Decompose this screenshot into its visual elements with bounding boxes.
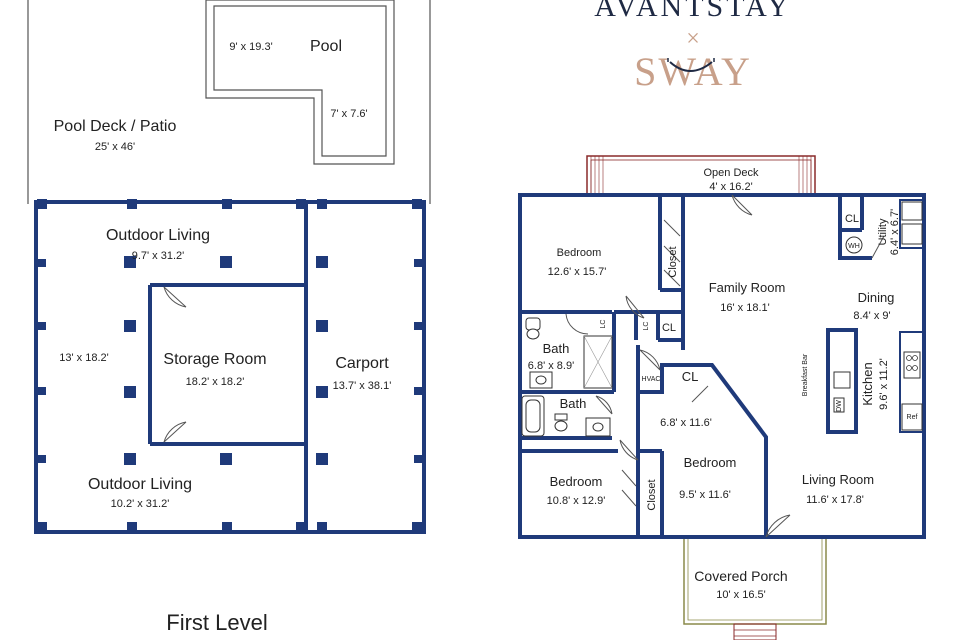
dining-label: Dining <box>858 290 895 305</box>
bedroom1-dim: 12.6' x 15.7' <box>548 266 607 278</box>
covered-porch-label: Covered Porch <box>694 568 787 584</box>
pool-dim-b: 7' x 7.6' <box>330 108 367 120</box>
hammock-icon <box>667 58 715 72</box>
outdoor-living-top-dim: 9.7' x 31.2' <box>132 250 185 262</box>
bedroom2-label: Bedroom <box>684 455 737 470</box>
pool-label: Pool <box>310 38 342 55</box>
bath2-label: Bath <box>560 396 587 411</box>
wh-label: WH <box>848 243 860 250</box>
storage-door-top <box>163 286 187 308</box>
closet2-label: Closet <box>646 479 658 510</box>
open-deck-label: Open Deck <box>703 167 759 179</box>
living-room-dim: 11.6' x 17.8' <box>806 494 864 506</box>
first-level-caption: First Level <box>166 610 267 635</box>
utility-fixtures <box>845 201 923 254</box>
bedroom2-dim: 9.5' x 11.6' <box>679 489 731 501</box>
carport-dim: 13.7' x 38.1' <box>333 380 392 392</box>
utility-label: Utility <box>877 218 889 245</box>
bath1-dim: 6.8' x 8.9' <box>528 360 574 372</box>
second-plan-walls <box>518 193 926 539</box>
cl-top-label: CL <box>845 213 859 225</box>
cl-bed2-label: CL <box>682 369 699 384</box>
bedroom3-dim: 10.8' x 12.9' <box>547 495 606 507</box>
outdoor-living-bottom-dim: 10.2' x 31.2' <box>111 498 170 510</box>
carport-label: Carport <box>335 355 389 372</box>
first-level-posts <box>37 199 422 532</box>
pool-outline <box>205 0 395 165</box>
hvac-label: HVAC <box>642 376 661 383</box>
covered-porch-railing <box>683 536 827 640</box>
cl-mid-label: CL <box>662 322 676 334</box>
ref-label: Ref <box>907 414 918 421</box>
dw-label: DW <box>836 400 843 412</box>
pool-dim-a: 9' x 19.3' <box>229 41 272 53</box>
kitchen-dim: 9.6' x 11.2' <box>878 358 890 410</box>
pool-deck-outline <box>27 0 431 204</box>
family-room-dim: 16' x 18.1' <box>720 302 769 314</box>
brand-cross: × <box>686 26 700 52</box>
brand-avantstay: AVANTSTAY <box>594 0 791 23</box>
closet1-label: Closet <box>667 246 679 277</box>
bath1-label: Bath <box>543 341 570 356</box>
storage-room-dim: 18.2' x 18.2' <box>186 376 245 388</box>
dining-dim: 8.4' x 9' <box>853 310 890 322</box>
family-room-label: Family Room <box>709 280 786 295</box>
bedroom3-label: Bedroom <box>550 474 603 489</box>
utility-dim: 6.4' x 6.7' <box>889 209 901 255</box>
bath1-fixtures <box>525 317 613 389</box>
side-dim-label: 13' x 18.2' <box>59 352 108 364</box>
lc2-label: LC <box>643 322 650 331</box>
covered-porch-dim: 10' x 16.5' <box>716 589 765 601</box>
storage-room-label: Storage Room <box>163 351 266 368</box>
storage-door-bottom <box>163 421 187 443</box>
kitchen-fixtures <box>833 351 923 431</box>
bedroom1-label: Bedroom <box>557 247 602 259</box>
lc1-label: LC <box>600 320 607 329</box>
breakfast-bar-label: Breakfast Bar <box>802 353 809 396</box>
doors-second-plan <box>565 194 885 538</box>
pool-deck-dim: 25' x 46' <box>95 141 135 153</box>
outdoor-living-bottom-label: Outdoor Living <box>88 476 192 493</box>
bath2-fixtures <box>521 395 611 437</box>
open-deck-railing <box>586 155 816 195</box>
pool-deck-label: Pool Deck / Patio <box>54 118 177 135</box>
living-room-label: Living Room <box>802 472 874 487</box>
bedroom2-extra-dim: 6.8' x 11.6' <box>660 417 712 429</box>
outdoor-living-top-label: Outdoor Living <box>106 227 210 244</box>
kitchen-label: Kitchen <box>860 362 875 405</box>
open-deck-dim: 4' x 16.2' <box>709 181 752 193</box>
